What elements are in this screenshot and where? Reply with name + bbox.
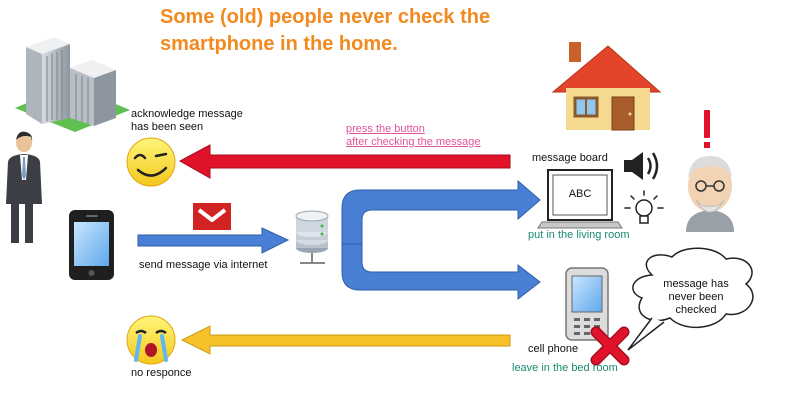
send-message-label: send message via internet: [139, 259, 268, 271]
red-x-icon: [590, 326, 630, 366]
living-room-label: put in the living room: [528, 229, 630, 241]
bubble-line-3: checked: [675, 304, 717, 316]
bubble-text: message has never been checked: [648, 278, 744, 317]
bubble-line-2: never been: [668, 291, 724, 303]
office-building-icon: [15, 37, 130, 132]
no-response-arrow: [180, 325, 511, 355]
acknowledge-arrow: [178, 144, 511, 179]
elderly-man-icon: [686, 156, 734, 232]
laptop-board-icon: [537, 169, 623, 229]
happy-face-icon: [126, 137, 176, 187]
distribution-arrows: [341, 179, 541, 301]
server-icon: [295, 210, 329, 264]
title-line-2: smartphone in the home.: [160, 33, 398, 55]
board-text: ABC: [568, 188, 592, 200]
house-icon: [551, 42, 662, 131]
send-arrow: [137, 227, 290, 254]
smartphone-icon: [69, 210, 114, 280]
acknowledge-label: acknowledge message has been seen: [131, 108, 243, 134]
cell-phone-label: cell phone: [528, 343, 579, 355]
exclamation-icon: [704, 110, 710, 148]
lightbulb-icon: [624, 190, 664, 224]
businessman-icon: [6, 131, 42, 243]
press-button-label: press the button after checking the mess…: [346, 123, 481, 149]
title-line-1: Some (old) people never check the: [160, 6, 491, 28]
gmail-icon: [193, 203, 231, 230]
message-board-label: message board: [532, 152, 608, 164]
crying-face-icon: [126, 315, 176, 365]
feature-phone-icon: [565, 267, 609, 341]
speaker-icon: [624, 152, 659, 180]
bed-room-label: leave in the bed room: [512, 362, 618, 374]
speech-bubble: [627, 247, 754, 351]
diagram-title: Some (old) people never check the smartp…: [160, 4, 490, 58]
acknowledge-line-1: acknowledge message: [131, 108, 243, 120]
bubble-line-1: message has: [663, 278, 729, 290]
acknowledge-line-2: has been seen: [131, 121, 204, 133]
press-button-line-1: press the button: [346, 123, 425, 135]
no-response-label: no responce: [131, 367, 192, 379]
press-button-line-2: after checking the message: [346, 136, 481, 148]
